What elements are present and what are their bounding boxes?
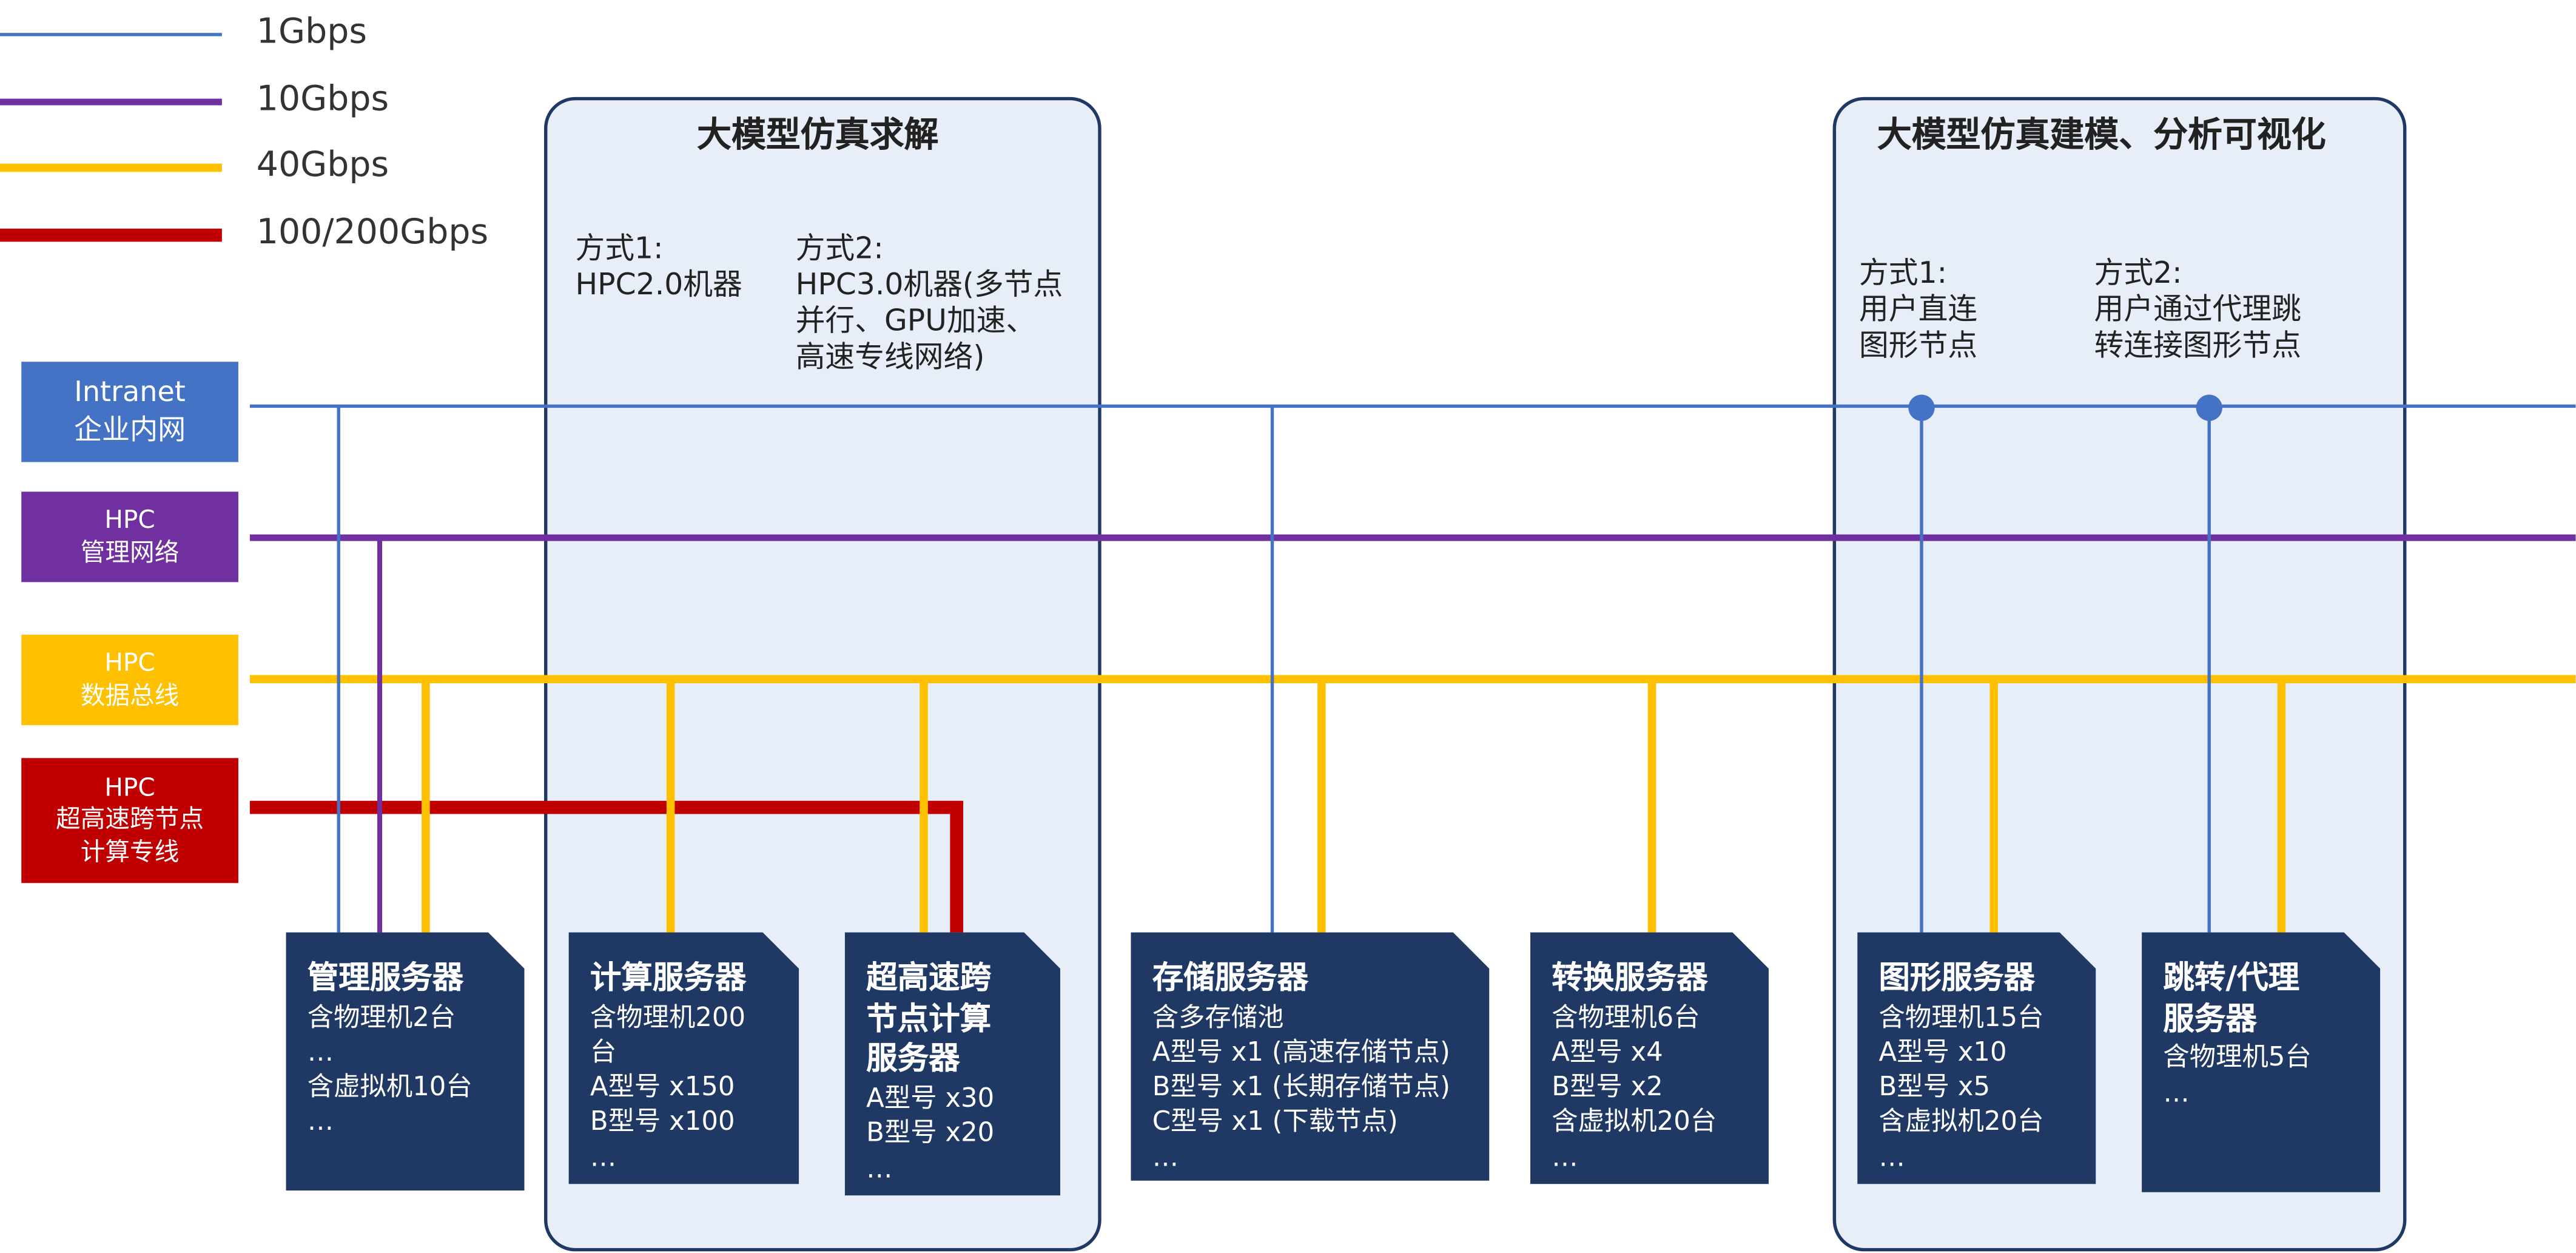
mgmt-server: 管理服务器含物理机2台…含虚拟机10台… [286,933,525,1140]
convert-server-detail: B型号 x2 [1552,1070,1663,1103]
legend-label: 10Gbps [256,79,389,119]
compute-server-box [568,932,799,1184]
legend-label: 40Gbps [256,144,389,184]
convert-server-detail: 含虚拟机20台 [1552,1106,1717,1137]
compute-server-detail: A型号 x150 [590,1070,735,1103]
network-label-line: 管理网络 [80,536,180,567]
storage-server-detail: 含多存储池 [1152,1001,1284,1033]
graphics-server-detail: A型号 x10 [1878,1036,2007,1067]
special-bus-line [249,800,964,933]
storage-server-title: 存储服务器 [1152,960,1309,997]
compute-server-detail: B型号 x100 [590,1106,735,1137]
hpc-server-detail: … [866,1152,893,1184]
zone-method-text: 方式2: 用户通过代理跳 转连接图形节点 [2094,256,2301,363]
hpc-server-detail: A型号 x30 [866,1082,995,1113]
proxy-join-dot [2196,394,2222,421]
compute-server-detail: 含物理机200 [590,1001,746,1033]
storage-server-detail: A型号 x1 (高速存储节点) [1152,1036,1450,1067]
graphics-server-detail: … [1878,1141,1905,1172]
proxy-server-detail: 含物理机5台 [2163,1041,2312,1073]
storage-server-detail: … [1152,1141,1179,1172]
hpc-server-box [844,932,1060,1196]
zone-method-text: 方式1: 用户直连 图形节点 [1859,256,1978,363]
proxy-server-box [2142,932,2381,1192]
legend-label: 1Gbps [256,11,368,52]
proxy-server-detail: … [2163,1076,2190,1108]
convert-server-box [1530,932,1769,1184]
zone-method-text: 方式1: HPC2.0机器 [575,232,742,303]
network-label-line: HPC [104,504,155,535]
zone-title: 大模型仿真建模、分析可视化 [1877,115,2326,155]
graphics-server-detail: B型号 x5 [1878,1070,1991,1103]
convert-server-title: 转换服务器 [1552,960,1708,997]
compute-server-detail: 台 [590,1036,617,1067]
mgmt-server-title: 管理服务器 [307,960,464,997]
legend-label: 100/200Gbps [256,212,489,252]
graphics-server-detail: 含物理机15台 [1878,1001,2044,1033]
network-label-line: 计算专线 [80,836,180,866]
zone-method-text: 方式2: HPC3.0机器(多节点 并行、GPU加速、 高速专线网络) [795,232,1063,375]
storage-server-box [1131,932,1490,1181]
zone-title: 大模型仿真求解 [697,115,939,155]
convert-server-detail: 含物理机6台 [1552,1001,1700,1033]
convert-server-detail: … [1552,1141,1578,1172]
network-label-line: 企业内网 [73,413,186,447]
compute-server-detail: … [590,1141,617,1172]
mgmt-server-box [286,932,525,1191]
mgmt-server-detail: … [307,1106,334,1137]
network-label-line: Intranet [74,377,186,410]
mgmt-server-detail: 含物理机2台 [307,1001,456,1033]
storage-server-detail: C型号 x1 (下载节点) [1152,1106,1398,1137]
graphics-server-title: 图形服务器 [1878,960,2036,997]
network-label-line: HPC [104,647,155,678]
network-label-line: 数据总线 [80,680,180,710]
proxy-server-title: 跳转/代理 服务器 [2163,960,2300,1038]
graphics-server-box [1857,932,2096,1184]
proxy-server: 跳转/代理 服务器含物理机5台… [2142,933,2380,1110]
convert-server-detail: A型号 x4 [1552,1036,1663,1067]
graphics-server-detail: 含虚拟机20台 [1878,1106,2044,1137]
mgmt-server-detail: 含虚拟机10台 [307,1070,472,1103]
hpc-server-title: 超高速跨 节点计算 服务器 [866,960,992,1078]
graphics-join-dot [1908,394,1935,421]
network-label-line: 超高速跨节点 [56,804,204,834]
network-label-line: HPC [104,772,155,802]
hpc-server-detail: B型号 x20 [866,1116,995,1149]
mgmt-server-detail: … [307,1036,334,1067]
storage-server-detail: B型号 x1 (长期存储节点) [1152,1070,1451,1103]
compute-server-title: 计算服务器 [590,960,747,997]
